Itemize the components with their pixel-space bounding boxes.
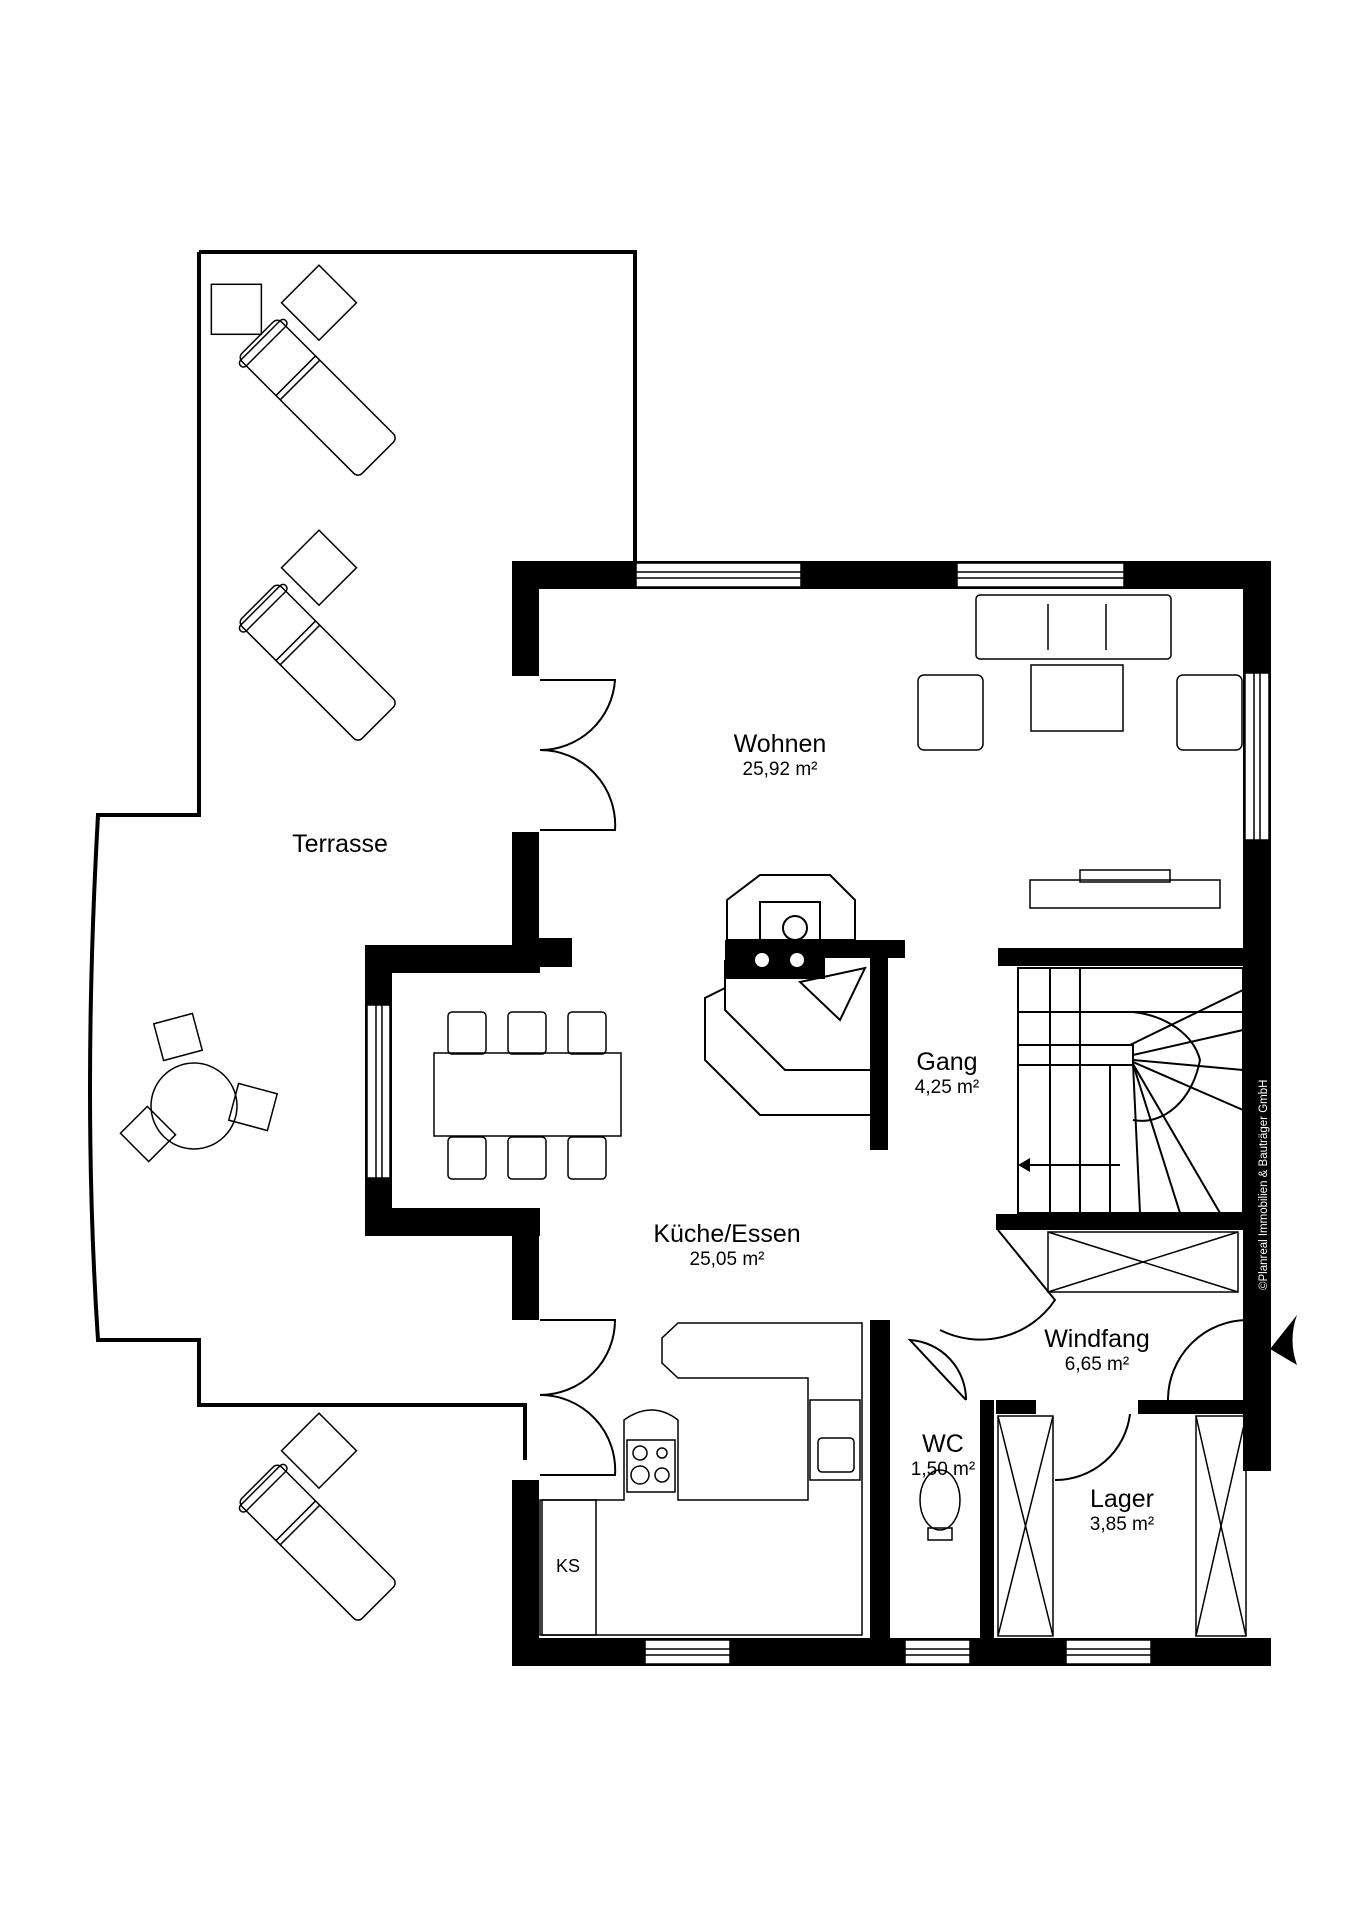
room-name: Wohnen [733, 730, 827, 758]
dining-table-icon [433, 1011, 622, 1180]
copyright-notice: ©Planreal Immobilien & Bauträger GmbH [1258, 1079, 1270, 1290]
room-area: 6,65 m² [1064, 1353, 1130, 1375]
room-label-windfang: Windfang 6,65 m² [1044, 1325, 1150, 1376]
room-label-lager: Lager 3,85 m² [1090, 1485, 1154, 1536]
room-name: WC [922, 1430, 964, 1458]
room-name: Gang [916, 1048, 978, 1076]
kitchen-counter-icon [539, 1322, 863, 1636]
room-label-gang: Gang 4,25 m² [915, 1048, 979, 1099]
doors [539, 679, 1249, 1482]
fireplace-hole [755, 953, 769, 967]
windows [366, 562, 1270, 1665]
room-name: Küche/Essen [653, 1220, 801, 1248]
room-area: 25,92 m² [742, 758, 818, 780]
sofa-icon [917, 594, 1243, 909]
room-label-wc: WC 1,50 m² [911, 1430, 975, 1481]
fireplace-bar [725, 941, 825, 979]
room-name: Lager [1090, 1485, 1154, 1513]
fireplace-icon [704, 874, 870, 1116]
room-label-wohnen: Wohnen 25,92 m² [734, 730, 827, 781]
room-area: 1,50 m² [910, 1458, 976, 1480]
entrance-arrow-icon [1270, 1315, 1297, 1365]
terrace-table-icon [119, 1012, 279, 1163]
room-name: Windfang [1044, 1325, 1150, 1353]
room-name: Terrasse [292, 830, 388, 858]
staircase-icon [1017, 967, 1244, 1214]
terrace-outline [88, 250, 637, 1460]
wardrobe-icon [997, 1231, 1247, 1637]
room-area: 4,25 m² [914, 1076, 980, 1098]
room-label-kueche: Küche/Essen 25,05 m² [653, 1220, 800, 1271]
fireplace-hole [790, 953, 804, 967]
toilet-icon [919, 1469, 961, 1541]
room-area: 3,85 m² [1089, 1513, 1155, 1535]
sun-lounger-icon [210, 264, 396, 1621]
room-area: 25,05 m² [689, 1248, 765, 1270]
room-label-terrasse: Terrasse [292, 830, 388, 859]
stair-arrow-icon [1018, 1158, 1030, 1172]
fridge-label: KS [556, 1556, 581, 1576]
